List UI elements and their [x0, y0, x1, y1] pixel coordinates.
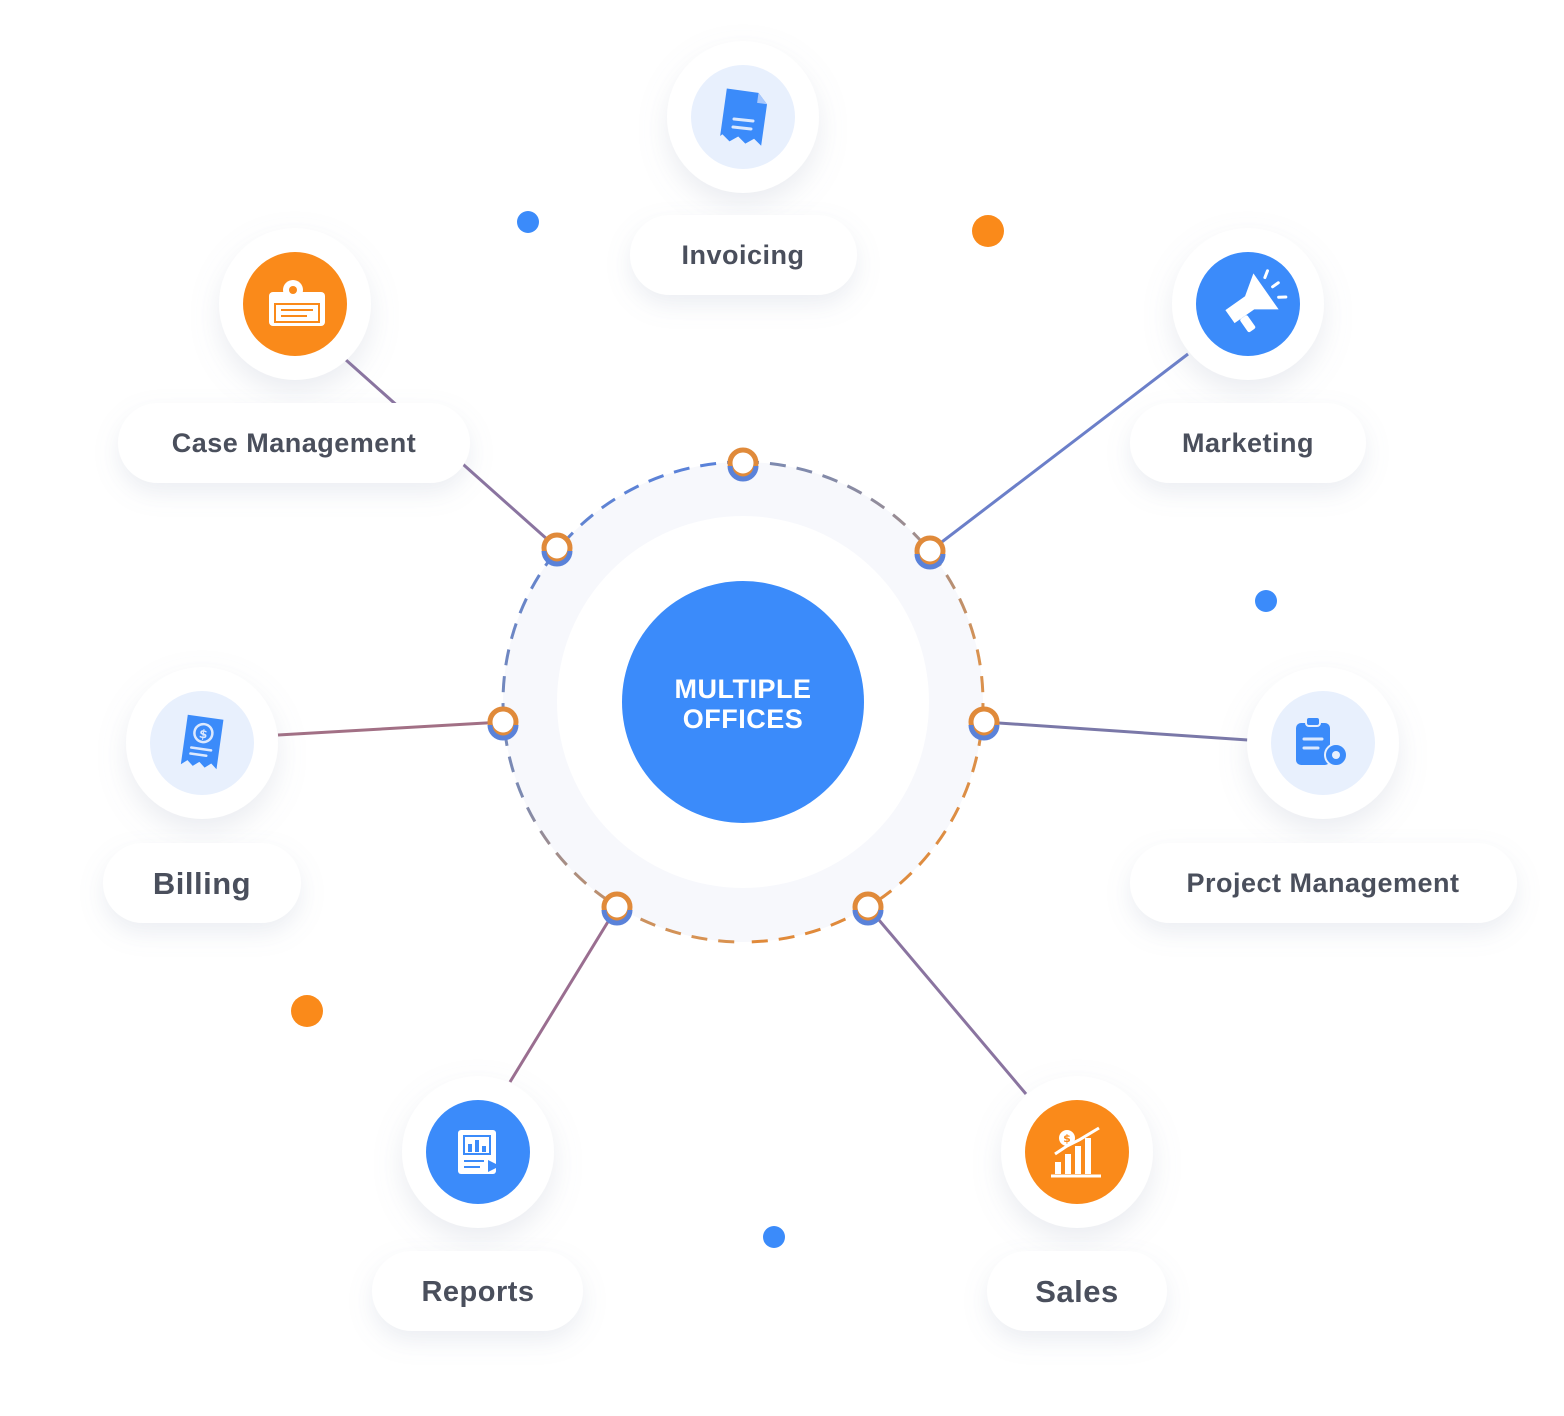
- node-billing[interactable]: $ Billing: [103, 667, 301, 923]
- node-project-management[interactable]: Project Management: [1130, 667, 1517, 923]
- label-pill: [1130, 403, 1366, 483]
- anchor-reports: [601, 891, 633, 926]
- connector-reports: [508, 906, 619, 1083]
- anchor-invoicing: [727, 447, 759, 482]
- node-reports[interactable]: Reports: [372, 1076, 583, 1331]
- svg-text:$: $: [198, 727, 208, 742]
- node-sales[interactable]: $ Sales: [987, 1076, 1167, 1331]
- sales-chart-icon: $: [1051, 1126, 1101, 1178]
- label-pill: [372, 1251, 583, 1331]
- label-pill: [630, 215, 857, 295]
- label-pill: [103, 843, 301, 923]
- node-marketing[interactable]: Marketing: [1130, 228, 1366, 483]
- node-label-sales: Sales: [1035, 1274, 1119, 1309]
- label-pill: [1130, 843, 1517, 923]
- decor-dot-orange: [291, 995, 323, 1027]
- node-label-reports: Reports: [421, 1276, 534, 1308]
- receipt-dollar-icon: $: [180, 714, 224, 770]
- hub-core-circle: [622, 581, 864, 823]
- decor-dot-orange: [972, 215, 1004, 247]
- node-case-management[interactable]: Case Management: [118, 228, 470, 483]
- decor-dot-blue: [1255, 590, 1277, 612]
- label-pill: [987, 1251, 1167, 1331]
- decor-dot-blue: [763, 1226, 785, 1248]
- connector-marketing: [929, 352, 1189, 553]
- node-label-billing: Billing: [153, 866, 251, 901]
- anchor-case-management: [541, 532, 573, 567]
- connector-project-management: [983, 720, 1249, 742]
- hub-title-line1: MULTIPLE: [675, 674, 812, 704]
- anchor-project-management: [968, 706, 1000, 741]
- ring-anchors: [487, 447, 1000, 926]
- central-hub: MULTIPLE OFFICES: [501, 460, 985, 944]
- node-label-invoicing: Invoicing: [681, 240, 804, 270]
- anchor-billing: [487, 706, 519, 741]
- hub-title-line2: OFFICES: [683, 704, 804, 734]
- report-icon: [458, 1130, 500, 1174]
- anchor-marketing: [914, 535, 946, 570]
- decorative-dots: [291, 211, 1277, 1248]
- anchor-sales: [852, 891, 884, 926]
- clipboard-gear-icon: [1296, 716, 1348, 767]
- connector-sales: [866, 906, 1028, 1095]
- decor-dot-blue: [517, 211, 539, 233]
- label-pill: [118, 403, 470, 483]
- megaphone-icon: [1225, 269, 1288, 333]
- node-label-marketing: Marketing: [1182, 428, 1314, 458]
- node-label-case-management: Case Management: [172, 428, 417, 458]
- node-label-project-management: Project Management: [1186, 868, 1459, 898]
- connector-billing: [277, 720, 504, 737]
- document-icon: [720, 88, 768, 146]
- svg-text:$: $: [1063, 1132, 1071, 1145]
- case-board-icon: [269, 280, 325, 326]
- node-invoicing[interactable]: Invoicing: [630, 41, 857, 295]
